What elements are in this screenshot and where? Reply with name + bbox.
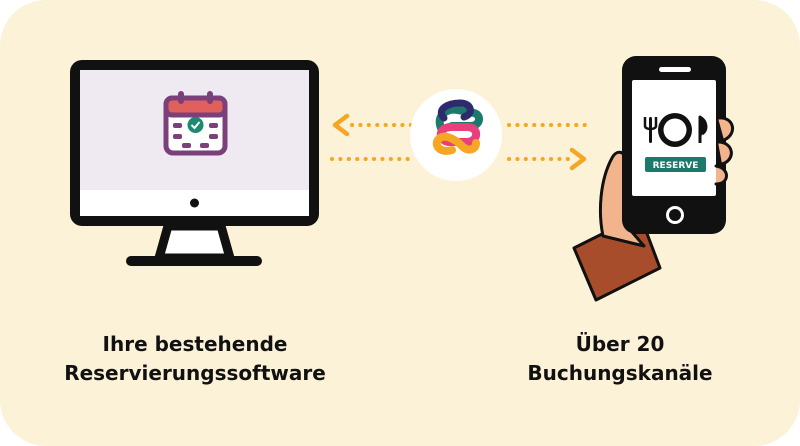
calendar-check-icon xyxy=(163,91,228,156)
sync-arrows xyxy=(330,113,591,171)
booking-channels-caption-line1: Über 20 xyxy=(575,332,665,356)
desktop-monitor-icon xyxy=(70,60,319,266)
reserve-button-label: RESERVE xyxy=(653,161,699,171)
booking-channels-caption-line2: Buchungskanäle xyxy=(527,361,713,385)
arrow-left-head xyxy=(332,113,350,137)
reserve-button[interactable]: RESERVE xyxy=(645,157,706,172)
booking-channels-caption: Über 20 Buchungskanäle xyxy=(500,330,740,388)
arrow-right-head xyxy=(569,147,587,171)
existing-software-caption-line2: Reservierungssoftware xyxy=(64,361,326,385)
existing-software-caption: Ihre bestehende Reservierungssoftware xyxy=(45,330,345,388)
existing-software-caption-line1: Ihre bestehende xyxy=(102,332,288,356)
smartphone-in-hand-icon xyxy=(572,56,734,302)
interlinked-loops-logo xyxy=(410,89,502,181)
plate-fork-knife-icon xyxy=(643,113,708,147)
